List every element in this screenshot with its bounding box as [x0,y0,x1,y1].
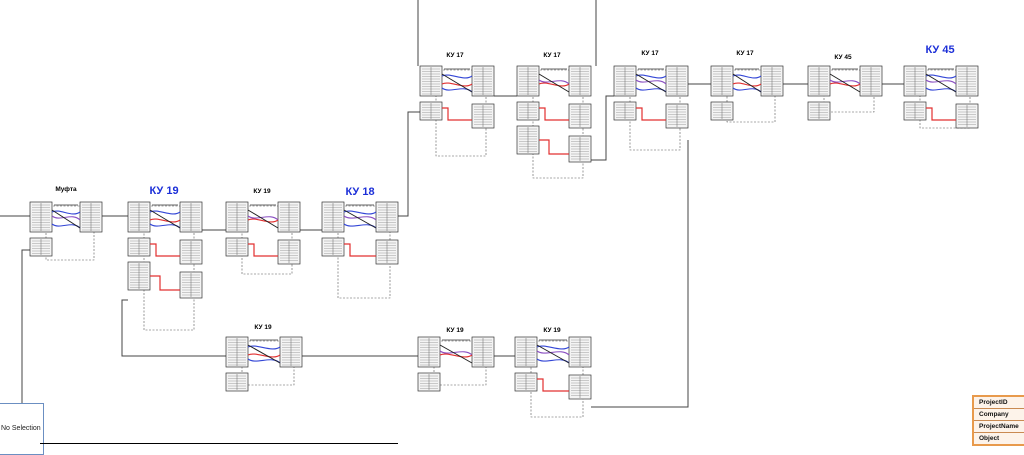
fiber-wire [248,243,278,257]
fiber-wire [539,139,569,155]
node-label: Муфта [55,186,77,193]
connector-lines [0,0,904,408]
splice-node-m1[interactable]: Муфта [29,186,103,261]
fiber-wire [536,344,570,364]
node-label: КУ 17 [446,52,464,59]
fiber-wire [539,107,569,121]
fiber-wire [635,73,667,93]
node-outline [45,205,95,261]
property-row-project-id[interactable]: ProjectID [974,397,1024,409]
fiber-wire [441,82,473,87]
fiber-wire [538,82,570,87]
fiber-wire [635,87,667,93]
fiber-wire [537,378,569,392]
fiber-wire [150,243,180,257]
fiber-wire [344,243,376,257]
fiber-wire [343,223,377,229]
fiber-wire [51,209,81,229]
fiber-wire [149,218,181,223]
fiber-wire [149,209,181,229]
selection-text: No Selection [1,425,41,432]
bottom-divider [40,443,398,444]
splice-node-b[interactable]: КУ 19 [225,188,301,275]
node-label: КУ 17 [543,52,561,59]
node-label: КУ 45 [834,54,852,61]
node-outline [532,69,584,179]
fiber-wire [926,107,956,121]
fiber-wire [439,344,473,364]
fiber-wire [538,73,570,93]
fiber-wire [439,353,473,358]
splice-node-g[interactable]: КУ 17 [710,50,784,123]
property-row-company[interactable]: Company [974,409,1024,421]
splice-node-d[interactable]: КУ 17 [419,52,495,157]
node-label: КУ 17 [641,50,659,57]
splice-node-h[interactable]: КУ 45 [807,54,883,121]
fiber-wire [925,73,957,93]
node-label: КУ 19 [543,327,561,334]
node-label: КУ 19 [149,185,178,197]
property-row-project-name[interactable]: ProjectName [974,421,1024,433]
fiber-wire [150,275,180,291]
property-row-object[interactable]: Object [979,435,1000,442]
fiber-wire [925,79,957,85]
fiber-wire [247,344,281,364]
fiber-wire [732,82,762,87]
fiber-wire [538,79,570,85]
splice-node-j[interactable]: КУ 19 [225,324,303,392]
fiber-wire [536,350,570,356]
fiber-wire [829,79,861,85]
node-label: КУ 19 [253,188,271,195]
node-label: КУ 45 [925,44,954,56]
connector-line [121,299,226,357]
fiber-wire [441,73,473,93]
splice-node-e[interactable]: КУ 17 [516,52,592,179]
fiber-wire [343,215,377,221]
splice-node-i[interactable]: КУ 45 [903,44,979,129]
fiber-wire [732,87,762,93]
connector-line [591,95,614,161]
fiber-wire [51,223,81,229]
properties-table[interactable]: ProjectID Company ProjectName Object [972,395,1024,446]
fiber-wire [442,107,472,121]
fiber-wire [343,209,377,229]
fiber-wire [732,73,762,93]
splice-node-f[interactable]: КУ 17 [613,50,689,151]
connector-line [398,111,420,217]
fiber-wire [635,79,667,85]
selection-panel[interactable]: No Selection [0,403,44,455]
fiber-wire [247,353,281,358]
node-label: КУ 17 [736,50,754,57]
fiber-wire [925,87,957,93]
node-outline [919,69,971,129]
node-label: КУ 19 [254,324,272,331]
fiber-wire [636,107,666,121]
fiber-wire [51,215,81,221]
connector-line [591,140,689,408]
node-outline [629,69,681,151]
fiber-wire [536,358,570,364]
splice-node-c[interactable]: КУ 18 [321,186,399,299]
node-label: КУ 18 [345,186,374,198]
splice-node-l[interactable]: КУ 19 [514,327,592,418]
node-outline [143,205,195,331]
fiber-wire [441,87,473,93]
fiber-wire [829,73,861,93]
fiber-wire [829,82,861,87]
fiber-wire [149,223,181,229]
node-label: КУ 19 [446,327,464,334]
fiber-wire [247,218,279,223]
fiber-wire [247,358,281,364]
fiber-wire [439,350,473,356]
fiber-wire [247,215,279,221]
fiber-wire [247,209,279,229]
splice-node-a[interactable]: КУ 19 [127,185,203,331]
connector-line [21,249,30,403]
splice-node-k[interactable]: КУ 19 [417,327,495,392]
